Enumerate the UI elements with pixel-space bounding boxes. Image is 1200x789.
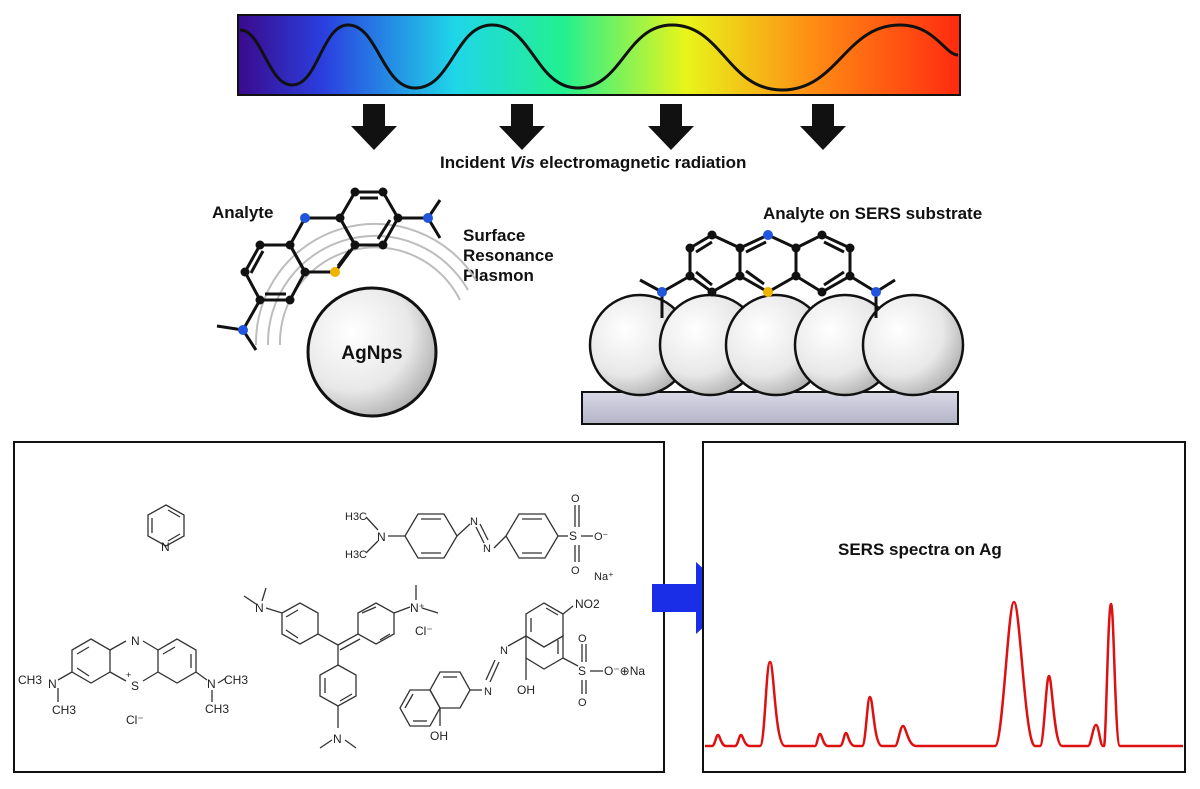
svg-text:N: N <box>484 686 492 698</box>
svg-text:N: N <box>255 601 264 615</box>
svg-text:N: N <box>377 530 386 544</box>
nitrogen-atom <box>763 230 773 240</box>
svg-text:CH3: CH3 <box>224 673 248 687</box>
svg-text:CH3: CH3 <box>205 702 229 716</box>
svg-text:N: N <box>333 732 342 746</box>
agnps-label: AgNps <box>341 343 402 364</box>
azo-dye-structure: NO2 S O O O⁻⊕Na OH N N OH <box>399 597 645 743</box>
sers-substrate <box>581 293 965 425</box>
svg-text:OH: OH <box>517 683 535 697</box>
sulfur-atom <box>763 287 773 297</box>
methyl-orange-structure: H3C H3C N N N S O O O⁻ Na⁺ <box>345 493 614 583</box>
down-arrow-icon <box>351 104 397 150</box>
nitrogen-atom <box>238 325 248 335</box>
silver-nanoparticle: AgNps <box>306 286 438 418</box>
substrate-slab <box>581 391 959 425</box>
resonance-label: Resonance <box>463 246 554 265</box>
svg-text:H3C: H3C <box>345 511 367 523</box>
svg-text:N⁺: N⁺ <box>410 601 425 615</box>
svg-text:O: O <box>571 565 580 577</box>
wave-line <box>239 23 959 92</box>
svg-text:N: N <box>483 543 491 555</box>
svg-text:O: O <box>578 697 587 709</box>
svg-text:S: S <box>578 664 586 678</box>
analyte-on-substrate-label: Analyte on SERS substrate <box>763 204 982 223</box>
svg-text:CH3: CH3 <box>52 703 76 717</box>
analyte-molecule-left <box>216 187 442 351</box>
crystal-violet-structure: N N⁺ Cl⁻ N <box>243 585 439 749</box>
methylene-blue-structure: CH3 N CH3 N S + N CH3 CH3 Cl⁻ <box>18 634 248 727</box>
nitrogen-atom <box>423 213 433 223</box>
svg-text:N: N <box>161 540 170 554</box>
analyte-label: Analyte <box>212 203 273 222</box>
plasmon-label: Plasmon <box>463 266 534 285</box>
pyridine-structure: N <box>147 504 185 554</box>
nitrogen-atom <box>871 287 881 297</box>
nitrogen-atom <box>657 287 667 297</box>
incident-radiation-label: Incident Vis electromagnetic radiation <box>440 153 746 172</box>
svg-text:S: S <box>131 679 139 693</box>
svg-text:S: S <box>569 529 577 543</box>
molecules-panel <box>13 441 665 773</box>
svg-text:Cl⁻: Cl⁻ <box>415 624 433 638</box>
nitrogen-atom <box>300 213 310 223</box>
down-arrow-icon <box>800 104 846 150</box>
svg-text:CH3: CH3 <box>18 673 42 687</box>
svg-text:O: O <box>571 493 580 505</box>
svg-text:N: N <box>131 634 140 648</box>
svg-text:N: N <box>48 677 57 691</box>
svg-text:NO2: NO2 <box>575 597 600 611</box>
svg-text:N: N <box>207 677 216 691</box>
surface-label: Surface <box>463 226 525 245</box>
visible-spectrum-bar <box>237 14 961 96</box>
svg-text:O⁻: O⁻ <box>594 531 609 543</box>
svg-text:H3C: H3C <box>345 549 367 561</box>
spectrum-title: SERS spectra on Ag <box>838 540 1002 559</box>
down-arrow-icon <box>499 104 545 150</box>
svg-text:Cl⁻: Cl⁻ <box>126 713 144 727</box>
svg-text:O: O <box>578 633 587 645</box>
sers-spectrum-line <box>705 600 1183 748</box>
svg-text:+: + <box>126 670 131 680</box>
svg-text:O⁻⊕Na: O⁻⊕Na <box>604 664 645 678</box>
svg-text:N: N <box>500 645 508 657</box>
svg-text:OH: OH <box>430 729 448 743</box>
down-arrow-icon <box>648 104 694 150</box>
svg-text:Na⁺: Na⁺ <box>594 571 614 583</box>
sulfur-atom <box>330 267 340 277</box>
svg-text:N: N <box>470 516 478 528</box>
analyte-molecule-right <box>639 230 896 318</box>
